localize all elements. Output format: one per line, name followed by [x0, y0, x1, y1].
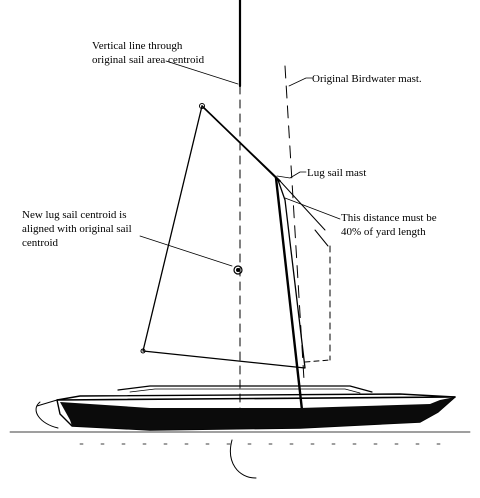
- label-new-centroid-2: aligned with original sail: [22, 223, 132, 235]
- yard-peak-marker: [199, 103, 205, 109]
- label-distance-note-1: This distance must be: [341, 212, 437, 224]
- sheer-line: [56, 396, 456, 401]
- original-sail-foot: [304, 359, 331, 363]
- label-distance-note-2: 40% of yard length: [341, 226, 426, 238]
- label-vertical-line-1: Vertical line through: [92, 40, 183, 52]
- new-centroid-dot: [236, 268, 240, 272]
- centreboard: [230, 439, 257, 479]
- rudder-outline: [36, 399, 58, 407]
- lug-yard: [201, 105, 281, 182]
- lug-mast-leader: [276, 171, 307, 179]
- label-new-centroid: New lug sail centroid is aligned with or…: [22, 208, 132, 250]
- new-centroid-marker: [233, 265, 243, 275]
- centroid-leader: [165, 60, 239, 85]
- label-vertical-line-2: original sail area centroid: [92, 54, 205, 66]
- label-distance-note: This distance must be 40% of yard length: [341, 211, 437, 239]
- yard-extension: [279, 180, 326, 231]
- cabin-coaming: [117, 385, 373, 393]
- birdwater-leader: [288, 77, 313, 87]
- label-vertical-line: Vertical line through original sail area…: [92, 39, 204, 67]
- hull-dark-band: [60, 397, 455, 430]
- label-birdwater-mast: Original Birdwater mast.: [312, 73, 422, 85]
- distance-leader: [284, 197, 341, 220]
- new-centroid-leader: [139, 235, 233, 267]
- label-new-centroid-1: New lug sail centroid is: [22, 209, 127, 221]
- cabin-inner: [129, 388, 361, 394]
- rudder-blade: [35, 401, 59, 429]
- lug-sail-mast: [274, 176, 304, 412]
- clew-marker: [140, 348, 146, 354]
- distance-indicator: [314, 229, 329, 247]
- label-lug-sail-mast: Lug sail mast: [307, 167, 367, 179]
- lug-sail-outline: [142, 105, 306, 369]
- label-new-centroid-3: centroid: [22, 237, 59, 249]
